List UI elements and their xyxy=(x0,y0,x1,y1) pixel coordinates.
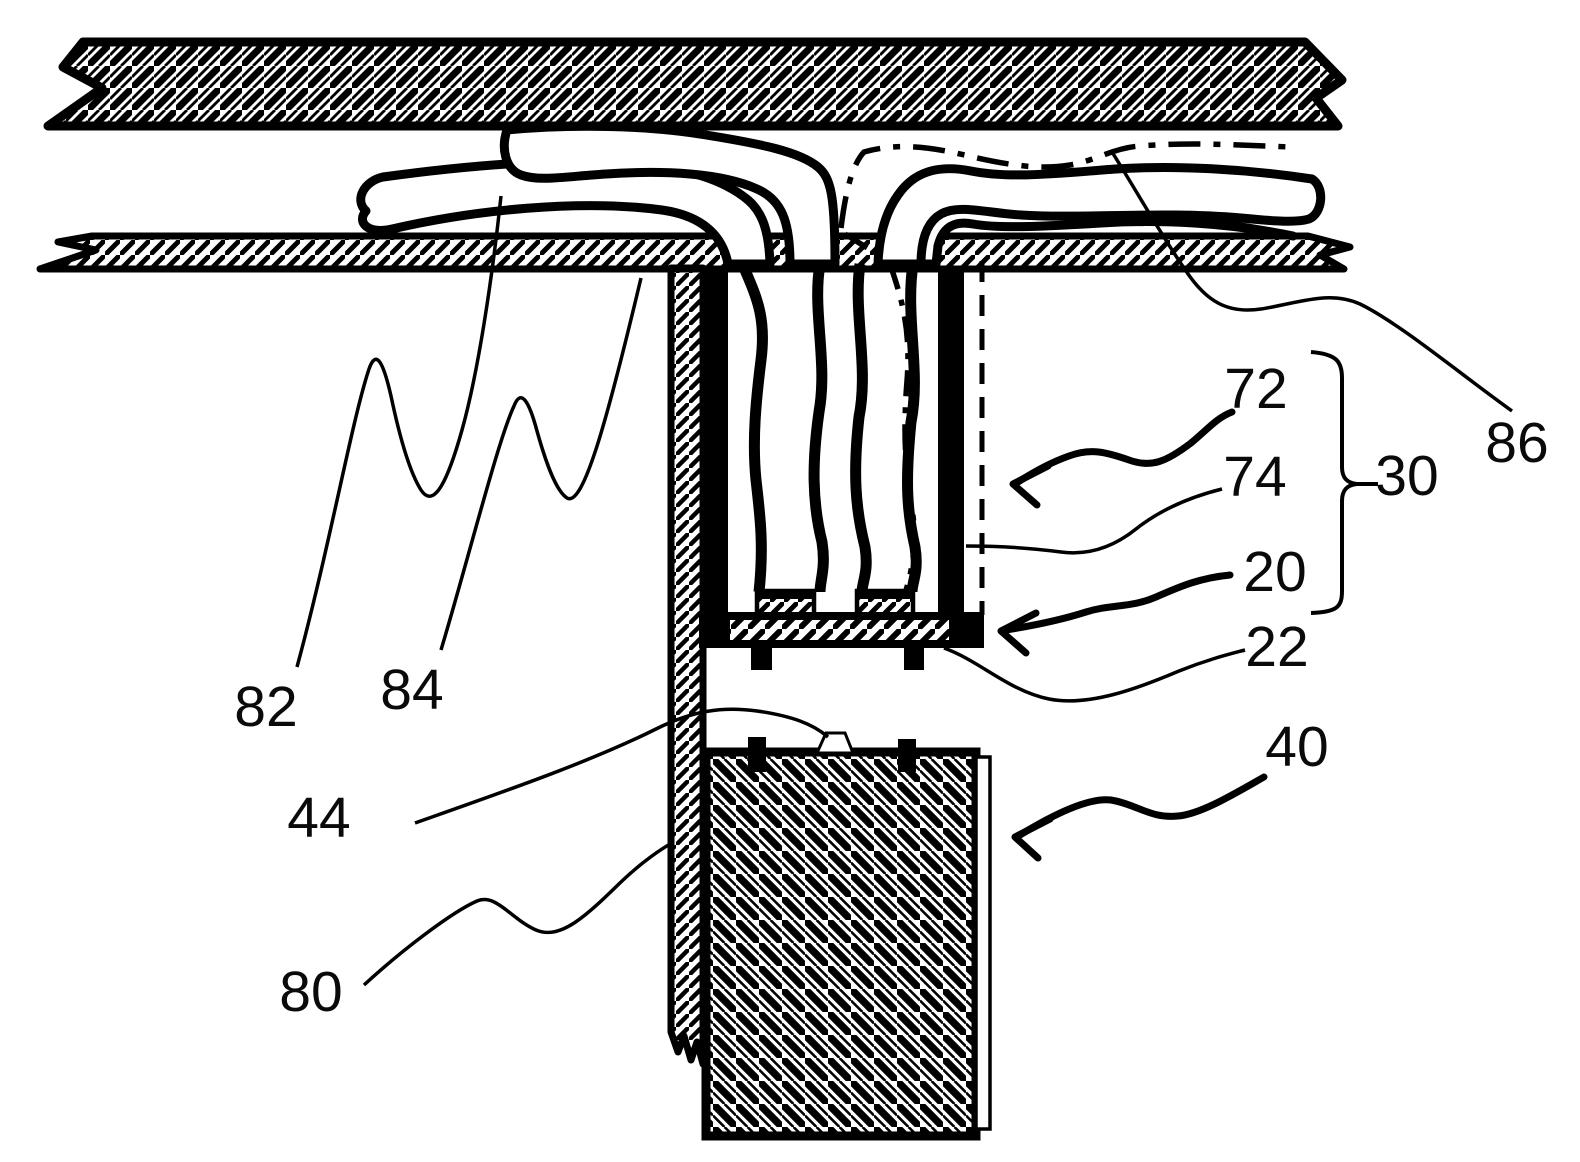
label-86: 86 xyxy=(1485,411,1548,475)
dash-dot-wire-path xyxy=(838,141,1291,229)
base-plate-left-cap xyxy=(703,614,730,646)
wire-strand xyxy=(808,263,829,593)
label-30: 30 xyxy=(1375,444,1438,508)
connector-pin-right xyxy=(904,644,924,670)
leader-84 xyxy=(439,277,643,651)
label-72: 72 xyxy=(1224,357,1287,421)
deck-strip-section xyxy=(36,232,1354,273)
arrow-72-head xyxy=(1009,462,1052,509)
top-panel-section xyxy=(43,37,1347,131)
leader-74 xyxy=(965,487,1223,555)
device-side-plate xyxy=(974,755,992,1131)
leader-lines xyxy=(295,151,1514,987)
pointer-arrows xyxy=(997,408,1268,862)
support-leg xyxy=(667,264,707,1068)
base-plate-right-cap xyxy=(949,614,980,646)
label-22: 22 xyxy=(1245,615,1308,679)
terminal-block-right-top xyxy=(857,591,913,599)
leader-86 xyxy=(1110,151,1514,413)
label-20: 20 xyxy=(1243,540,1306,604)
label-40: 40 xyxy=(1265,715,1328,779)
label-82: 82 xyxy=(234,675,297,739)
wire-strand xyxy=(850,263,872,593)
arrow-72-shaft xyxy=(1014,408,1236,486)
connector-right-wall xyxy=(938,270,964,616)
arrow-20-head xyxy=(997,609,1040,657)
connector-base-plate xyxy=(699,612,984,648)
connector-wires xyxy=(739,263,922,593)
arrow-40-shaft xyxy=(1016,773,1268,839)
reference-numerals: 82 84 44 80 72 74 20 22 30 86 40 xyxy=(234,357,1548,1024)
device-body xyxy=(701,747,981,1141)
device-top-knob xyxy=(814,731,856,755)
mating-device xyxy=(701,731,992,1141)
leader-44 xyxy=(414,707,830,825)
wire-strand xyxy=(739,267,769,593)
label-80: 80 xyxy=(279,960,342,1024)
leader-22 xyxy=(943,646,1246,703)
bracket-30 xyxy=(1310,350,1378,615)
wire-strand xyxy=(902,263,922,593)
cable-upper-left xyxy=(499,121,840,269)
arrow-40-head xyxy=(1011,815,1054,862)
terminal-block-left-top xyxy=(757,591,814,599)
label-74: 74 xyxy=(1223,445,1286,509)
cable-upper-right xyxy=(873,162,1326,269)
label-44: 44 xyxy=(287,786,350,850)
connector-pin-left xyxy=(751,644,772,670)
connector-left-wall xyxy=(703,270,728,644)
connector-housing xyxy=(699,261,985,670)
leader-80 xyxy=(362,841,673,987)
arrow-20-shaft xyxy=(1002,571,1234,634)
wire-bundle-group xyxy=(356,121,1326,269)
bracket-curve xyxy=(1310,350,1358,615)
leader-82 xyxy=(295,195,503,668)
label-84: 84 xyxy=(380,658,443,722)
